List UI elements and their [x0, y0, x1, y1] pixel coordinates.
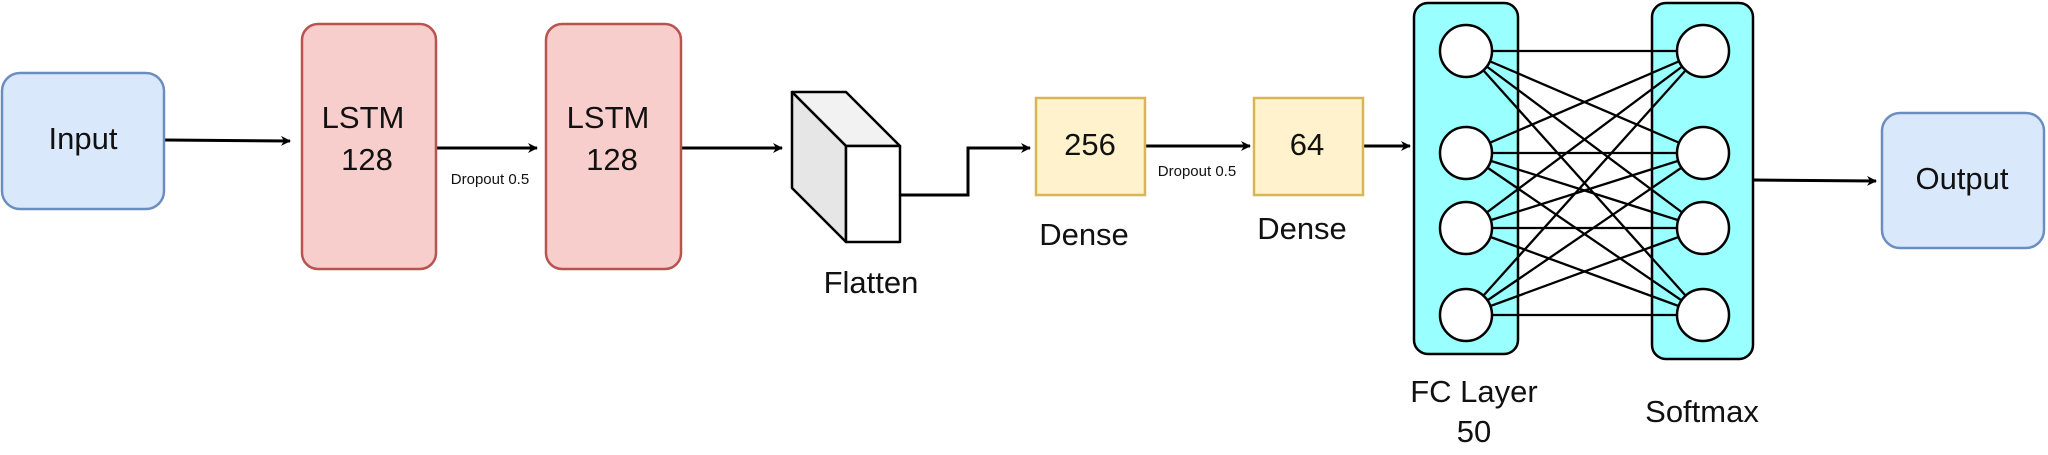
lstm-box-1: [300, 22, 438, 271]
fc-neuron: [1438, 287, 1494, 343]
softmax-neuron: [1675, 287, 1731, 343]
output-label: Output: [1915, 161, 2008, 196]
output-node: Output: [1880, 111, 2046, 250]
dense-1-units: 256: [1064, 127, 1116, 162]
lstm-2-title: LSTM: [567, 100, 650, 135]
flatten-label: Flatten: [824, 265, 919, 300]
fc-neuron: [1438, 23, 1494, 79]
dropout-label-1: Dropout 0.5: [451, 171, 529, 188]
dense-box-1: [1034, 96, 1147, 197]
dropout-label-2: Dropout 0.5: [1158, 163, 1236, 180]
input-label: Input: [49, 121, 118, 156]
dense-2-label: Dense: [1257, 211, 1347, 246]
softmax-neurons: [1675, 23, 1731, 343]
lstm-2-units: 128: [586, 142, 638, 177]
lstm-box-2: [544, 22, 683, 271]
input-box: [0, 71, 166, 211]
fc-layer-title: FC Layer: [1410, 374, 1537, 409]
softmax-neuron: [1675, 200, 1731, 256]
arrow-softmax-to-output: [1753, 175, 1877, 186]
arrow-flatten-to-dense1: [900, 143, 1031, 197]
softmax-neuron: [1675, 23, 1731, 79]
fc-edge: [1465, 50, 1704, 229]
fc-edge: [1465, 151, 1704, 230]
softmax-box: [1650, 1, 1755, 361]
input-node: Input: [0, 71, 166, 211]
arrow-input-to-lstm1: [164, 135, 291, 146]
output-box: [1880, 111, 2046, 250]
lstm-1-title: LSTM: [322, 100, 405, 135]
connections: [164, 135, 1877, 197]
dense-node-2: 64: [1252, 96, 1365, 197]
flatten-node: [790, 90, 902, 244]
fc-neuron: [1438, 125, 1494, 181]
fc-neurons: [1438, 23, 1494, 343]
lstm-1-units: 128: [341, 142, 393, 177]
fc-neuron: [1438, 200, 1494, 256]
dense-2-units: 64: [1290, 127, 1324, 162]
fc-edge: [1465, 152, 1704, 316]
lstm-node-1: LSTM 128: [300, 22, 438, 271]
dense-node-1: 256: [1034, 96, 1147, 197]
flatten-front-face: [844, 144, 902, 244]
fc-edge: [1465, 226, 1704, 317]
fc-layer-units: 50: [1457, 414, 1491, 449]
dense-1-label: Dense: [1039, 217, 1129, 252]
softmax-neuron: [1675, 125, 1731, 181]
fc-connections: [1465, 49, 1704, 317]
fc-edge: [1465, 50, 1704, 316]
lstm-node-2: LSTM 128: [544, 22, 683, 271]
dense-box-2: [1252, 96, 1365, 197]
softmax-label: Softmax: [1645, 394, 1759, 429]
fc-edge: [1465, 49, 1704, 155]
